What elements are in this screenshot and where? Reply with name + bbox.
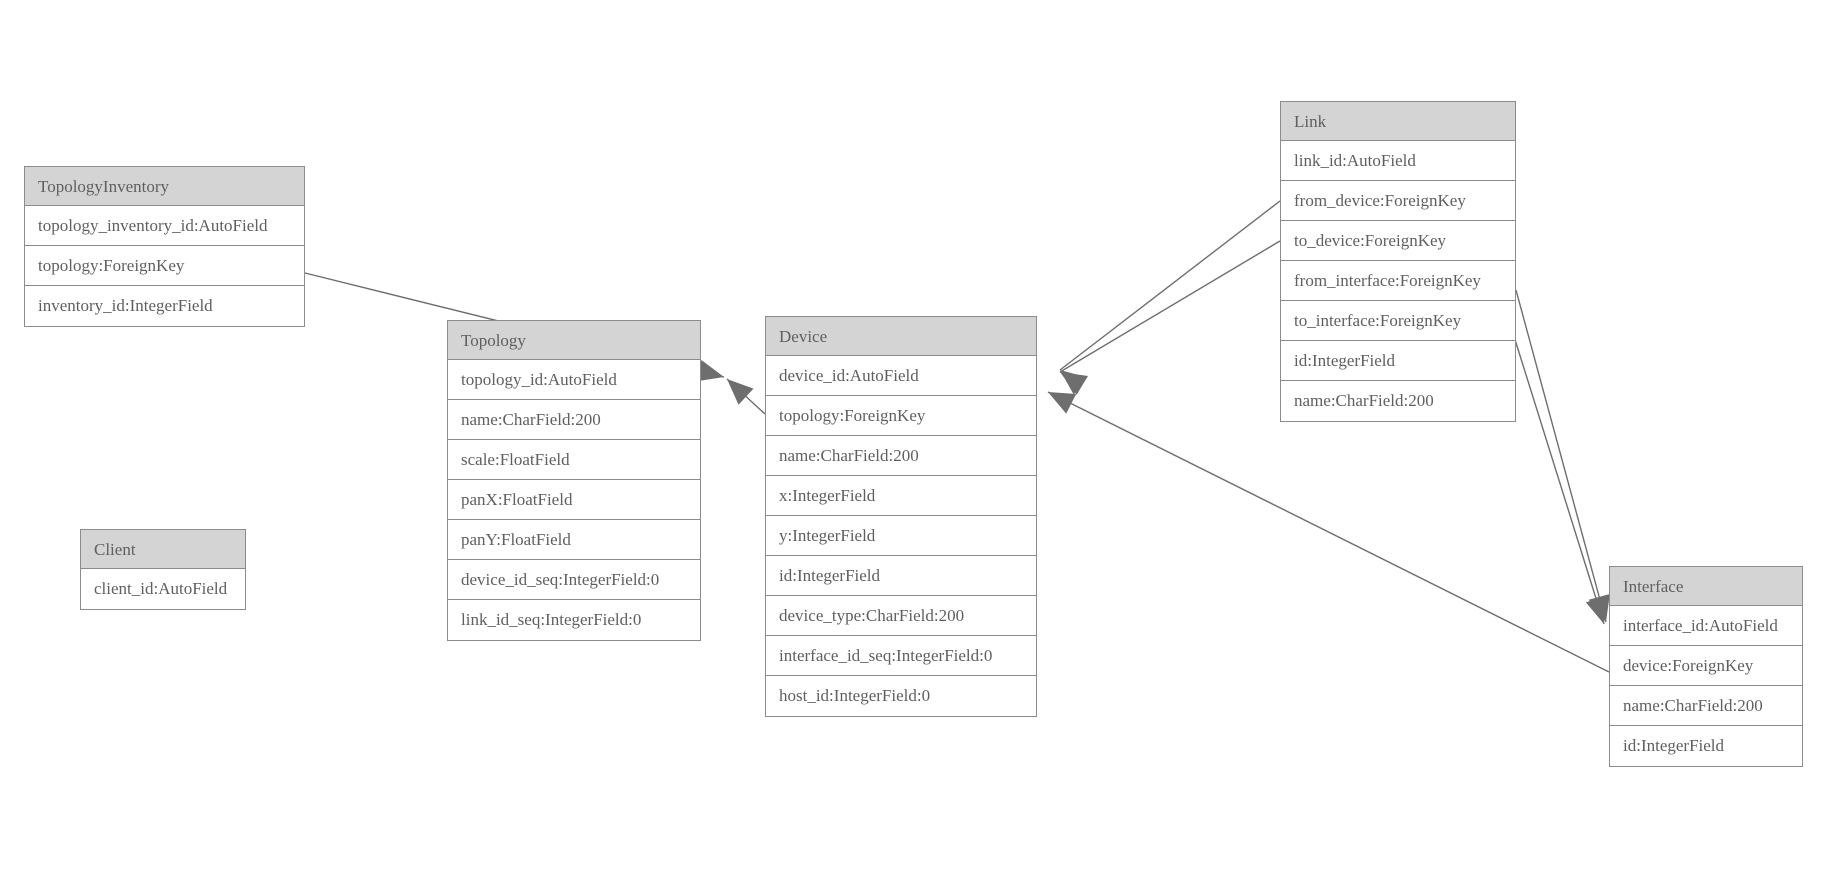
- field-row[interactable]: topology:ForeignKey: [25, 246, 304, 286]
- field-row[interactable]: topology_id:AutoField: [448, 360, 700, 400]
- arrowhead-icon: [727, 379, 754, 405]
- field-row[interactable]: scale:FloatField: [448, 440, 700, 480]
- field-row[interactable]: x:IntegerField: [766, 476, 1036, 516]
- field-row[interactable]: client_id:AutoField: [81, 569, 245, 609]
- relationship-line: [1059, 240, 1281, 373]
- arrowhead-icon: [1060, 370, 1088, 395]
- entity-title-topology_inventory: TopologyInventory: [25, 167, 304, 206]
- relationship-link-to_device[interactable]: [1054, 240, 1281, 395]
- field-row[interactable]: device_type:CharField:200: [766, 596, 1036, 636]
- field-row[interactable]: id:IntegerField: [766, 556, 1036, 596]
- field-row[interactable]: name:CharField:200: [448, 400, 700, 440]
- field-row[interactable]: device_id:AutoField: [766, 356, 1036, 396]
- relationship-link-from_device[interactable]: [1053, 200, 1281, 395]
- relationship-device-topology[interactable]: [719, 371, 766, 415]
- field-row[interactable]: link_id_seq:IntegerField:0: [448, 600, 700, 640]
- field-row[interactable]: topology_inventory_id:AutoField: [25, 206, 304, 246]
- arrowhead-icon: [1048, 392, 1077, 414]
- field-row[interactable]: interface_id_seq:IntegerField:0: [766, 636, 1036, 676]
- field-row[interactable]: panX:FloatField: [448, 480, 700, 520]
- field-row[interactable]: name:CharField:200: [766, 436, 1036, 476]
- field-row[interactable]: y:IntegerField: [766, 516, 1036, 556]
- entity-title-client: Client: [81, 530, 245, 569]
- entity-title-interface: Interface: [1610, 567, 1802, 606]
- field-row[interactable]: from_device:ForeignKey: [1281, 181, 1515, 221]
- arrowhead-icon: [1060, 372, 1088, 395]
- field-row[interactable]: link_id:AutoField: [1281, 141, 1515, 181]
- field-row[interactable]: id:IntegerField: [1281, 341, 1515, 381]
- field-row[interactable]: device:ForeignKey: [1610, 646, 1802, 686]
- relationship-interface-device[interactable]: [1043, 382, 1610, 673]
- field-row[interactable]: device_id_seq:IntegerField:0: [448, 560, 700, 600]
- field-row[interactable]: from_interface:ForeignKey: [1281, 261, 1515, 301]
- field-row[interactable]: to_interface:ForeignKey: [1281, 301, 1515, 341]
- field-row[interactable]: topology:ForeignKey: [766, 396, 1036, 436]
- entity-title-device: Device: [766, 317, 1036, 356]
- field-row[interactable]: panY:FloatField: [448, 520, 700, 560]
- relationship-link-from_interface[interactable]: [1515, 289, 1617, 625]
- field-row[interactable]: name:CharField:200: [1610, 686, 1802, 726]
- field-row[interactable]: inventory_id:IntegerField: [25, 286, 304, 326]
- relationship-line: [726, 378, 766, 415]
- field-row[interactable]: interface_id:AutoField: [1610, 606, 1802, 646]
- field-row[interactable]: host_id:IntegerField:0: [766, 676, 1036, 716]
- field-row[interactable]: id:IntegerField: [1610, 726, 1802, 766]
- entity-title-topology: Topology: [448, 321, 700, 360]
- relationship-link-to_interface[interactable]: [1511, 329, 1615, 627]
- relationship-line: [1047, 391, 1610, 673]
- relationship-line: [1059, 200, 1281, 371]
- entity-title-link: Link: [1281, 102, 1515, 141]
- relationship-line: [1511, 329, 1605, 625]
- field-row[interactable]: name:CharField:200: [1281, 381, 1515, 421]
- relationship-line: [1515, 289, 1607, 623]
- field-row[interactable]: to_device:ForeignKey: [1281, 221, 1515, 261]
